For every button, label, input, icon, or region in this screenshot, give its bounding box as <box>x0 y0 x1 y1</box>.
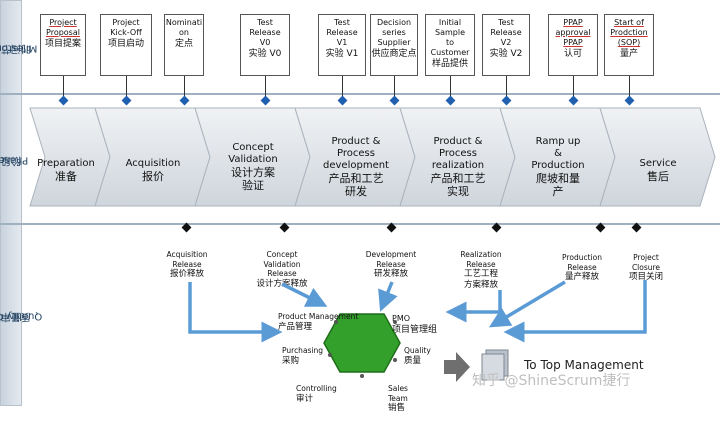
row-separator-2 <box>0 223 720 225</box>
milestones-row-label: Milestones时间节点 <box>0 0 38 94</box>
milestone-diamond <box>121 95 132 106</box>
hexagon-connector-dot <box>328 353 332 357</box>
milestone-diamond <box>58 95 69 106</box>
phases-row-label: Phases阶段 <box>0 94 29 224</box>
row-separator-1 <box>0 93 720 95</box>
milestone-diamond <box>337 95 348 106</box>
milestone-diamond <box>445 95 456 106</box>
quality-gate-row-label: Quality Gate质量审核 <box>0 224 42 406</box>
block-arrow <box>444 352 470 382</box>
milestone-diamond <box>179 95 190 106</box>
milestone-diamond <box>260 95 271 106</box>
hexagon-connector-dot <box>393 358 397 362</box>
watermark: 知乎 @ShineScrum捷行 <box>472 373 631 389</box>
milestone-diamond <box>501 95 512 106</box>
milestone-diamond <box>624 95 635 106</box>
top-management-label: To Top Management <box>524 358 644 372</box>
milestone-sop: Start of Prodction (SOP)量产 <box>604 14 654 76</box>
milestone-diamond <box>389 95 400 106</box>
milestone-diamond <box>568 95 579 106</box>
hexagon-connector-dot <box>360 374 364 378</box>
